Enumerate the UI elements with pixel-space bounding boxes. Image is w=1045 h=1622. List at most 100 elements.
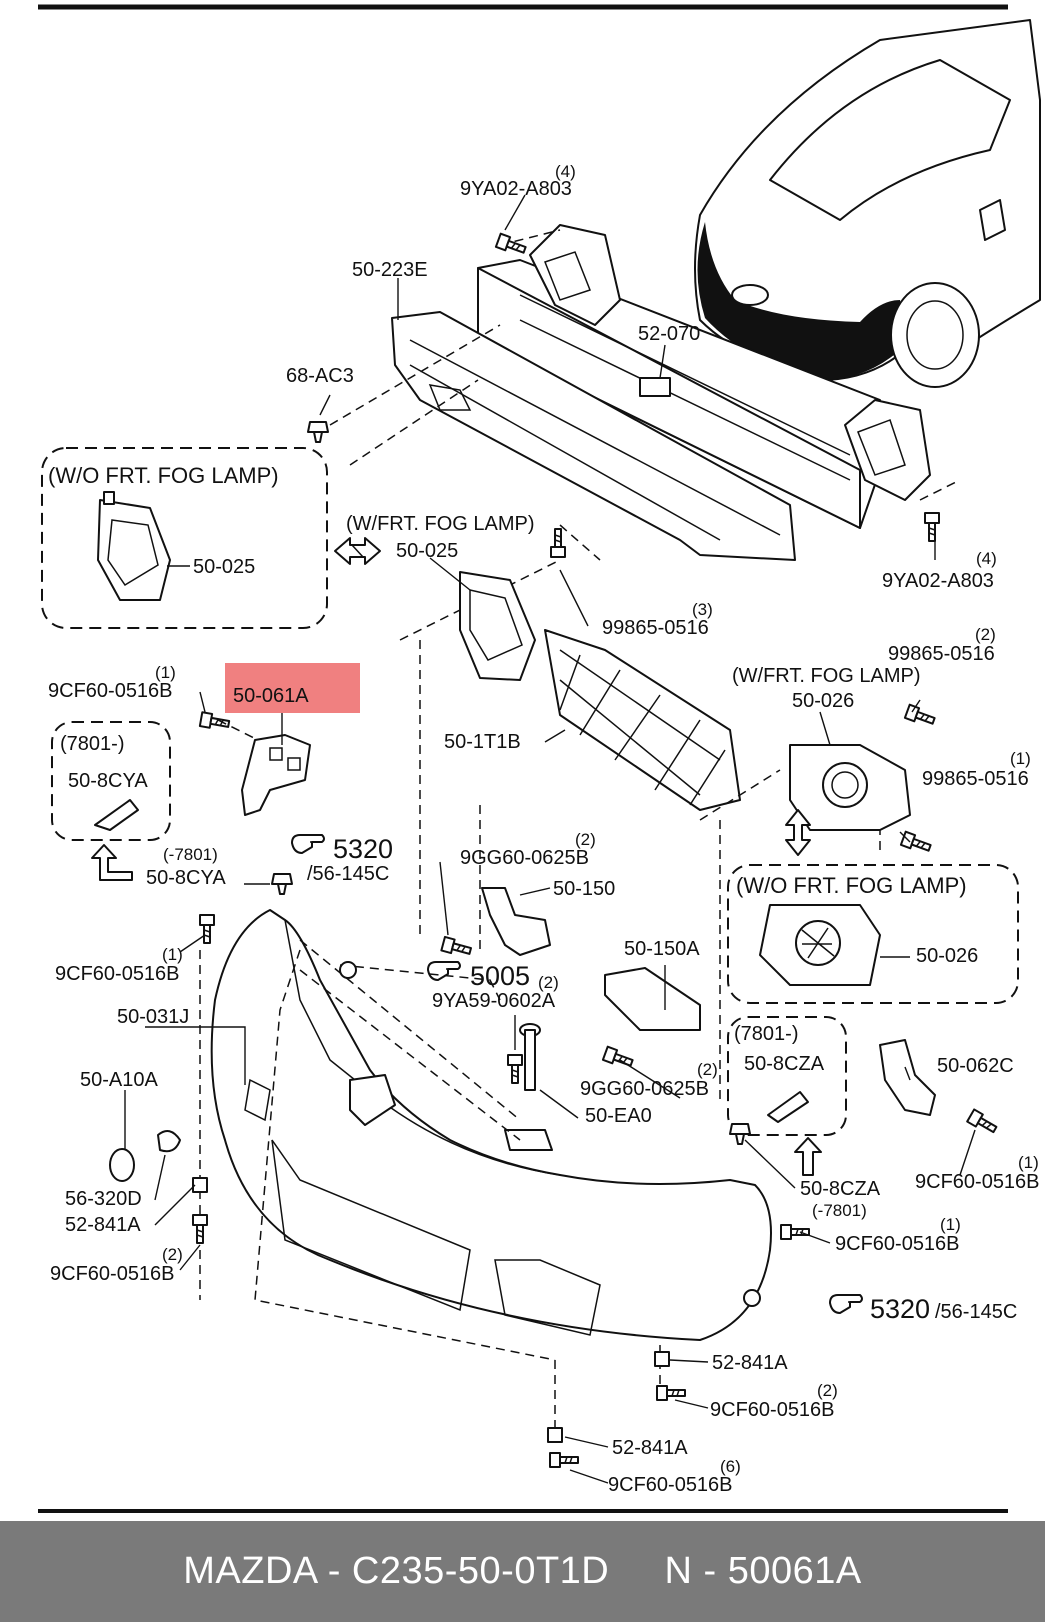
label-50-150a: 50-150A (624, 938, 700, 960)
label-9cf60-c-qty: (1) (1018, 1153, 1039, 1172)
label-50-223e: 50-223E (352, 259, 428, 281)
highlight-50-061a (225, 663, 360, 713)
bumper-absorber (391, 311, 796, 561)
label-9cf60-g: 9CF60-0516B (608, 1474, 733, 1496)
7801-box-right (727, 1016, 847, 1136)
label-9cf60-f-qty: (2) (817, 1381, 838, 1400)
label-99865-1: 99865-0516 (922, 768, 1029, 790)
lower-grille (544, 629, 741, 811)
parts-diagram: (4) 9YA02-A803 50-223E 68-AC3 52-070 (W/… (38, 4, 1041, 1513)
label-9cf60-b-qty: (1) (162, 945, 183, 964)
label-50-1t1b: 50-1T1B (444, 731, 521, 753)
clip-5320-right (743, 1289, 761, 1307)
clip-50-8cya-box (94, 799, 139, 831)
vertical-double-arrow-icon (785, 809, 811, 856)
7801-box-left (51, 721, 171, 841)
up-arrow-icon (794, 1137, 822, 1176)
label-56-145c-a: /56-145C (307, 863, 389, 885)
label-wo-fog-right: (W/O FRT. FOG LAMP) (736, 873, 967, 898)
bolt-9cf60-a (198, 711, 231, 732)
label-wo-fog-left: (W/O FRT. FOG LAMP) (48, 463, 279, 488)
label-w-fog-right: (W/FRT. FOG LAMP) (732, 665, 921, 687)
label-56-320d: 56-320D (65, 1188, 142, 1210)
bolt-50-ea0 (519, 1023, 541, 1091)
label-9cf60-d-qty: (1) (940, 1215, 961, 1234)
label-9cf60-b: 9CF60-0516B (55, 963, 180, 985)
wo-fog-lamp-box-right (727, 864, 1019, 1004)
label-50-8cya: 50-8CYA (146, 867, 226, 889)
label-9gg60-a: 9GG60-0625B (460, 847, 589, 869)
bracket-50-061a (241, 734, 311, 816)
bolt-9gg60-a (440, 935, 474, 959)
bolt-9cf60-e (192, 1214, 208, 1244)
nut-52-841a-b (654, 1351, 670, 1367)
label-5320-a: 5320 (333, 834, 393, 864)
label-9gg60-b: 9GG60-0625B (580, 1078, 709, 1100)
label-9cf60-c: 9CF60-0516B (915, 1171, 1040, 1193)
bolt-99865-2 (903, 703, 938, 729)
pointing-hand-icon (291, 834, 325, 854)
cover-56-320d (109, 1148, 135, 1182)
bolt-9cf60-c (966, 1108, 1000, 1137)
part-labels: (4) 9YA02-A803 50-223E 68-AC3 52-070 (W/… (48, 162, 1040, 1496)
wo-fog-lamp-box-left (41, 447, 328, 629)
front-bumper-cover (210, 909, 772, 1341)
label-99865-1-qty: (1) (1010, 749, 1031, 768)
label-50-031j: 50-031J (117, 1006, 189, 1028)
bolt-9ya02-top (494, 232, 529, 258)
label-9cf60-d: 9CF60-0516B (835, 1233, 960, 1255)
label-9cf60-g-qty: (6) (720, 1457, 741, 1476)
label-99865-3-qty: (3) (692, 600, 713, 619)
label-50-025-mid: 50-025 (396, 540, 458, 562)
bracket-50-150 (481, 887, 551, 956)
clip-68-ac3 (307, 421, 329, 443)
label-9cf60-a-qty: (1) (155, 663, 176, 682)
bracket-50-150a (604, 967, 701, 1031)
label-52-841a-a: 52-841A (65, 1214, 141, 1236)
fog-lamp-cover-mid (459, 571, 536, 681)
pointing-hand-icon (829, 1294, 863, 1314)
bolt-9cf60-f (656, 1385, 686, 1401)
bolt-9ya02-right (924, 512, 940, 542)
label-w-fog-mid: (W/FRT. FOG LAMP) (346, 513, 535, 535)
label-50-062c: 50-062C (937, 1055, 1014, 1077)
car-front-illustration (694, 19, 1041, 388)
label-9gg60-a-qty: (2) (575, 830, 596, 849)
label-9ya02-top-qty: (4) (555, 162, 576, 181)
nut-52-841a-a (192, 1177, 208, 1193)
label-9ya02-top: 9YA02-A803 (460, 178, 572, 200)
label-5320-b: 5320 (870, 1294, 930, 1324)
label-52-841a-b: 52-841A (712, 1352, 788, 1374)
fog-lamp-right (789, 744, 911, 831)
label-7801-left: (7801-) (60, 733, 124, 755)
nut-52-841a-c (547, 1427, 563, 1443)
label-7801-right: (7801-) (734, 1023, 798, 1045)
label-5005: 5005 (470, 961, 530, 991)
leader-lines (124, 194, 976, 1484)
label-7801-minus-b: (-7801) (812, 1201, 867, 1220)
bolt-9ya59 (507, 1054, 523, 1084)
part-number-footer: MAZDA - C235-50-0T1D N - 50061A (0, 1521, 1045, 1622)
label-9cf60-e: 9CF60-0516B (50, 1263, 175, 1285)
bolt-9cf60-d (780, 1224, 810, 1240)
label-50-8cza: 50-8CZA (800, 1178, 881, 1200)
bumper-reinforcement (477, 224, 931, 529)
label-50-026-top: 50-026 (792, 690, 854, 712)
fog-lamp-cover-right (759, 904, 881, 986)
label-7801-minus: (-7801) (163, 845, 218, 864)
label-68-ac3: 68-AC3 (286, 365, 354, 387)
bracket-50-062c (879, 1039, 936, 1116)
label-50-a10a: 50-A10A (80, 1069, 158, 1091)
label-9ya02-right: 9YA02-A803 (882, 570, 994, 592)
clip-5320-left (339, 961, 357, 979)
label-9ya59: 9YA59-0602A (432, 990, 556, 1012)
label-9gg60-b-qty: (2) (697, 1060, 718, 1079)
clip-50-8cza-box (767, 1091, 809, 1123)
label-99865-3: 99865-0516 (602, 617, 709, 639)
double-arrow-icon (334, 537, 381, 565)
bolt-99865-3 (550, 528, 566, 558)
bolt-9cf60-b (199, 914, 215, 944)
up-arrow-icon (91, 844, 133, 881)
label-50-061a: 50-061A (233, 685, 309, 707)
clip-50-8cya (271, 873, 293, 895)
